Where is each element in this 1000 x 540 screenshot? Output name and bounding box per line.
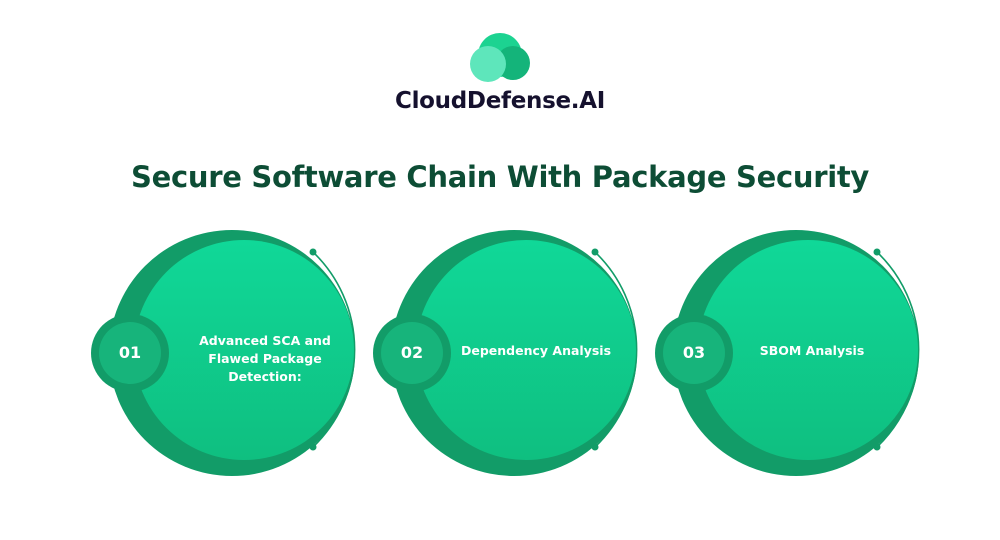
step-number: 02: [400, 343, 424, 362]
step-label: Dependency Analysis: [460, 343, 612, 358]
arc-dot: [873, 248, 881, 256]
step-circle-3: [655, 230, 920, 476]
step-number: 03: [682, 343, 706, 362]
arc-dot: [591, 248, 599, 256]
page-title: Secure Software Chain With Package Secur…: [131, 160, 869, 194]
step-number: 01: [118, 343, 142, 362]
brand-name: CloudDefense.AI: [395, 88, 605, 114]
cloud-logo-icon: [470, 33, 530, 82]
badge-circle: [381, 322, 443, 384]
inner-circle: [416, 240, 636, 460]
step-label: Advanced SCA and Flawed Package Detectio…: [199, 333, 331, 384]
badge-circle: [663, 322, 725, 384]
badge-circle: [99, 322, 161, 384]
inner-circle: [134, 240, 354, 460]
step-circle-1: [91, 230, 356, 476]
step-circle-2: [373, 230, 638, 476]
inner-circle: [698, 240, 918, 460]
step-label: SBOM Analysis: [759, 343, 865, 358]
arc-dot: [309, 248, 317, 256]
